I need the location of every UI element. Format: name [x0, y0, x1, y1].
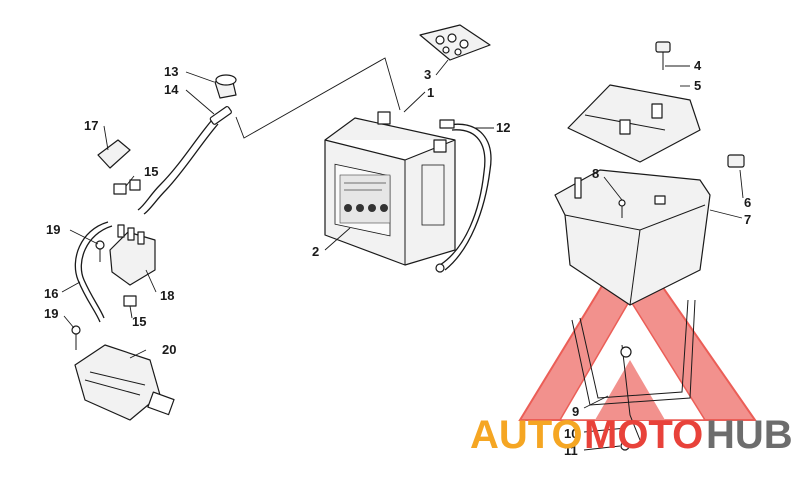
callout-14: 14	[164, 82, 179, 97]
clip-6	[727, 154, 745, 168]
callout-13: 13	[164, 64, 178, 79]
nut-15-upper	[113, 179, 141, 195]
nut-15-lower	[123, 295, 137, 307]
bolt-19-lower	[71, 325, 81, 350]
callout-16: 16	[44, 286, 58, 301]
watermark-text: AUTO MOTO HUB	[470, 413, 793, 457]
callout-15-lower: 15	[132, 314, 146, 329]
battery-terminal-negative	[377, 111, 391, 125]
battery-terminal-positive	[433, 139, 447, 153]
battery-tray-plate	[567, 84, 701, 163]
battery-box	[554, 169, 711, 306]
callout-3: 3	[424, 67, 431, 82]
callout-19-upper: 19	[46, 222, 60, 237]
battery	[324, 111, 456, 266]
callout-6: 6	[744, 195, 751, 210]
watermark-moto: MOTO	[584, 413, 703, 457]
watermark-auto: AUTO	[470, 413, 583, 457]
battery-warning-label	[339, 174, 391, 224]
callout-12: 12	[496, 120, 510, 135]
callout-9: 9	[572, 404, 579, 419]
bolt-4	[655, 41, 671, 70]
callout-2: 2	[312, 244, 319, 259]
callout-5: 5	[694, 78, 701, 93]
starter-motor	[74, 344, 175, 421]
terminal-boot-13	[214, 74, 237, 99]
callout-19-lower: 19	[44, 306, 58, 321]
callout-8: 8	[592, 166, 599, 181]
battery-strap	[571, 299, 696, 441]
watermark-hub: HUB	[706, 413, 793, 457]
cable-14	[137, 106, 232, 215]
callout-4: 4	[694, 58, 702, 73]
nut-11	[620, 441, 630, 451]
battery-cable-positive	[435, 119, 492, 273]
callout-10: 10	[564, 426, 578, 441]
bolt-19-upper	[95, 240, 105, 262]
callout-11: 11	[564, 443, 578, 458]
starter-solenoid	[109, 224, 156, 286]
cable-routing-line	[235, 57, 401, 139]
callout-7: 7	[744, 212, 751, 227]
callout-1: 1	[427, 85, 434, 100]
callout-20: 20	[162, 342, 176, 357]
callout-17: 17	[84, 118, 98, 133]
callout-15-upper: 15	[144, 164, 158, 179]
cable-16	[74, 221, 113, 323]
boot-17	[97, 139, 131, 169]
terminal-hardware-kit	[419, 24, 491, 61]
callout-18: 18	[160, 288, 174, 303]
